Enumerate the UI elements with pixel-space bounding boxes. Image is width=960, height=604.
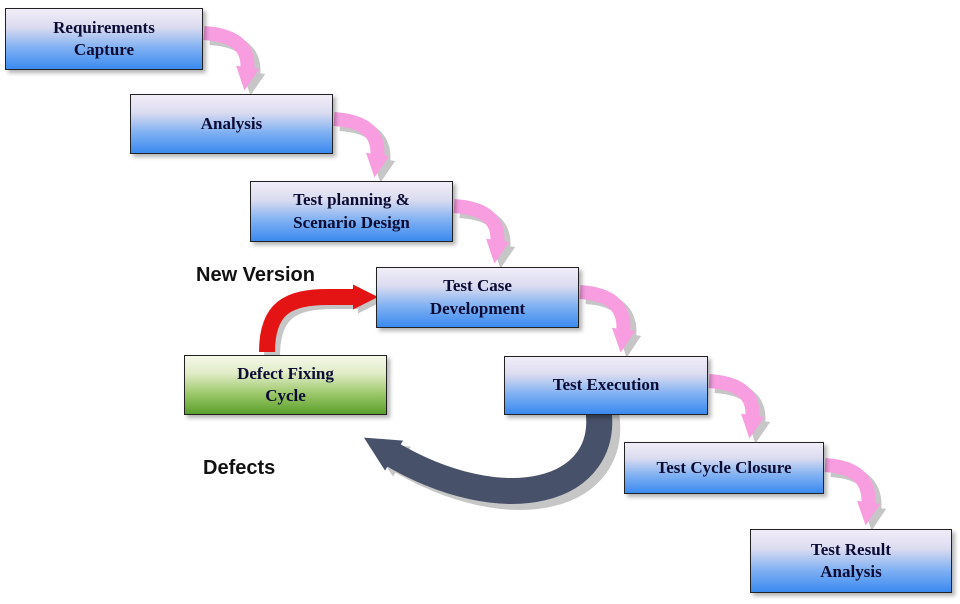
defects-label: Defects — [203, 457, 276, 479]
stage-analysis: Analysis — [130, 94, 333, 154]
new-version-label: New Version — [196, 264, 315, 286]
new-version-arrow — [259, 284, 378, 353]
stage-label-line: Analysis — [200, 113, 263, 133]
stage-label-line: Analysis — [820, 562, 882, 581]
flow-arrow-cycle-closure-to-result-analysis — [824, 458, 881, 526]
stage-test-cycle-closure: Test Cycle Closure — [624, 442, 824, 494]
flow-arrow-case-development-to-execution — [579, 285, 636, 353]
flow-arrow-analysis-to-planning — [333, 112, 390, 178]
stage-label-line: Requirements — [53, 17, 155, 37]
flow-arrow-requirements-to-analysis — [203, 26, 260, 91]
stage-label-line: Test Case — [443, 276, 512, 296]
flow-arrow-execution-to-cycle-closure — [708, 374, 765, 439]
flow-arrow-planning-to-case-development — [453, 199, 510, 264]
stage-defect-fixing-cycle: Defect Fixing Cycle — [184, 355, 387, 415]
stage-label-line: Defect Fixing — [237, 363, 334, 383]
stage-test-case-development: Test Case Development — [376, 267, 579, 328]
stage-label-line: Capture — [73, 40, 135, 59]
stage-label-line: Test Cycle Closure — [656, 457, 792, 477]
stage-test-result-analysis: Test Result Analysis — [750, 529, 952, 593]
stage-label-line: Test planning & — [293, 190, 410, 210]
stage-test-planning: Test planning & Scenario Design — [250, 181, 453, 242]
stage-requirements-capture: Requirements Capture — [5, 8, 203, 70]
stage-label-line: Cycle — [265, 386, 306, 405]
stage-label-line: Scenario Design — [293, 212, 410, 232]
defects-arrow — [363, 404, 613, 504]
stage-label-line: Development — [429, 298, 526, 318]
stage-test-execution: Test Execution — [504, 356, 708, 415]
stage-label-line: Test Execution — [552, 375, 660, 395]
stage-label-line: Test Result — [810, 539, 892, 559]
